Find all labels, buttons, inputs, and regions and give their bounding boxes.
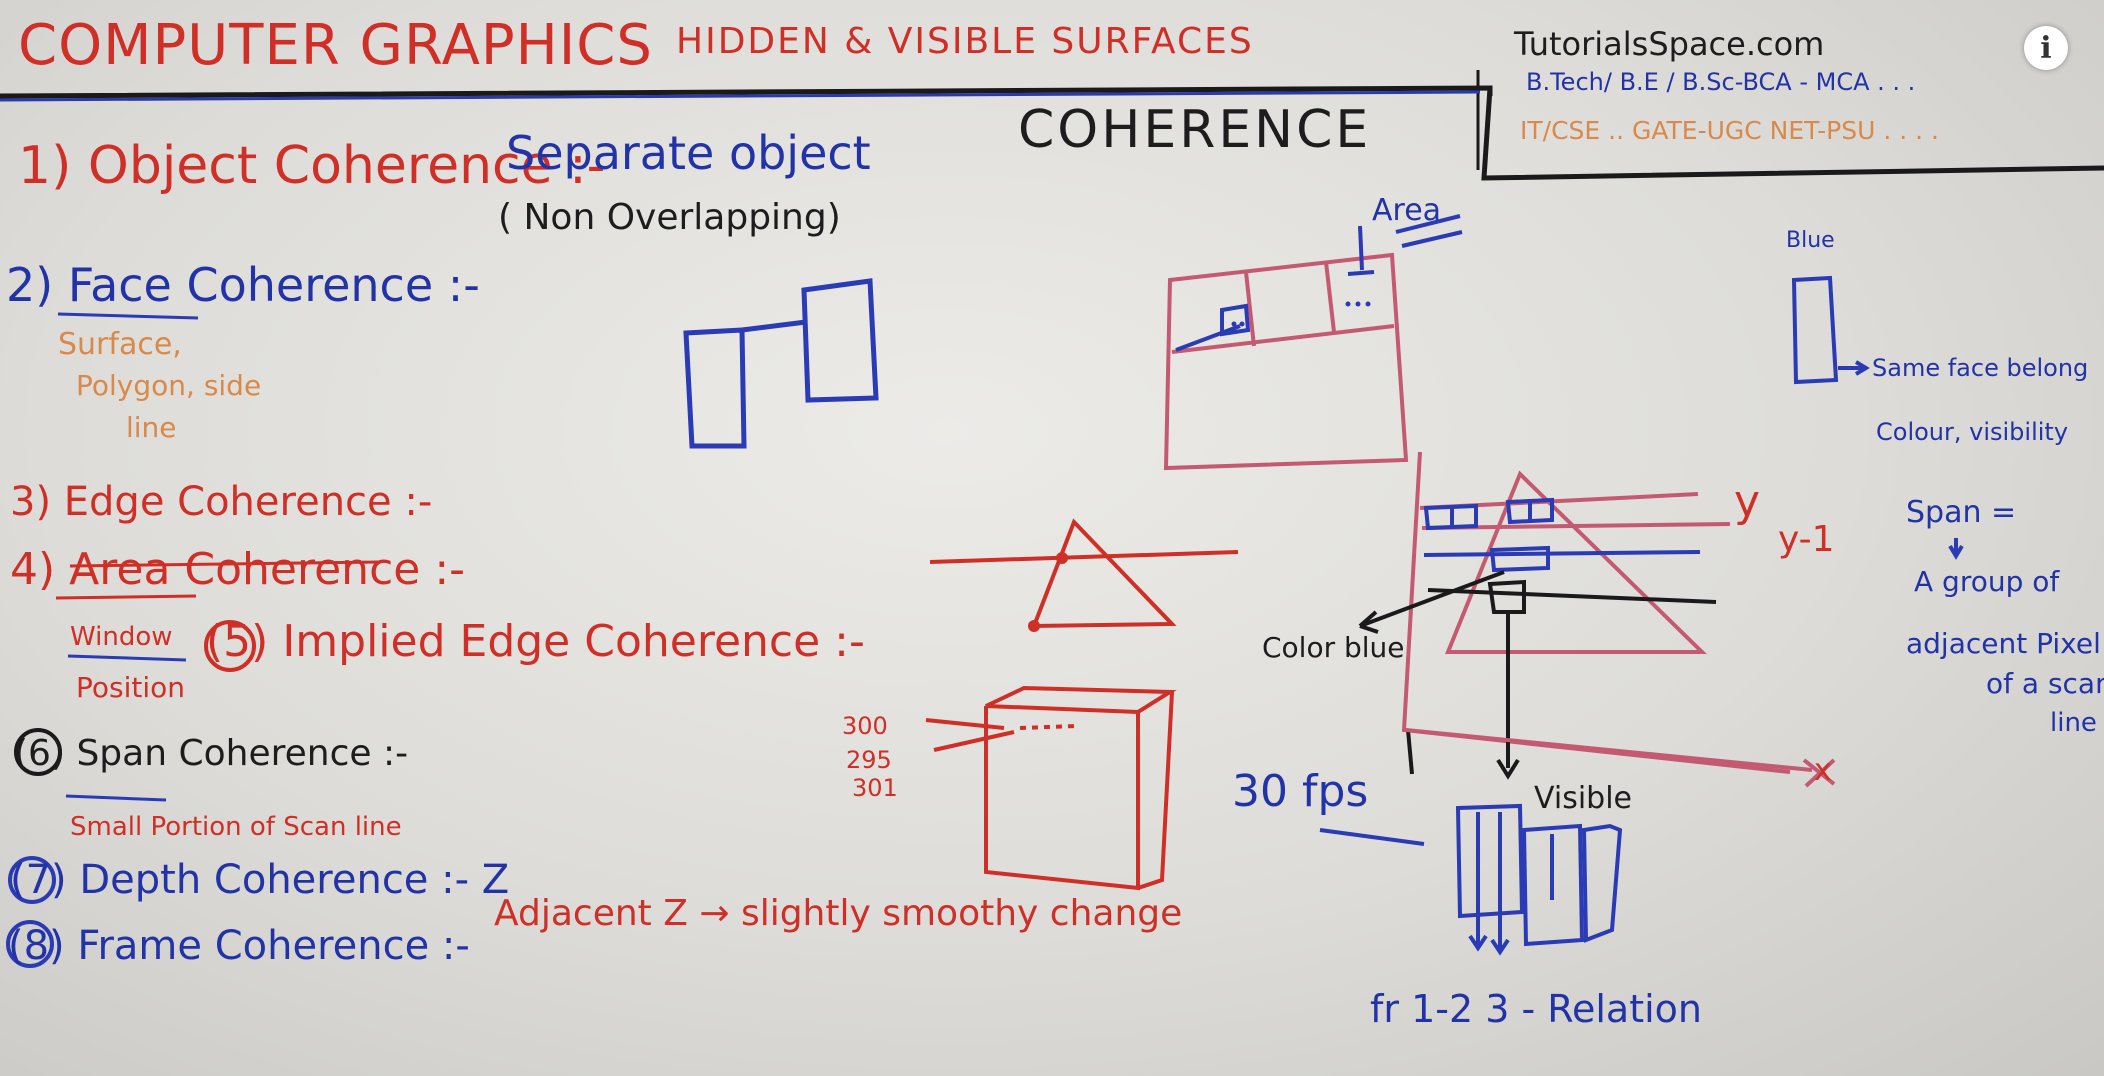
item6-note: Small Portion of Scan line xyxy=(70,812,402,842)
blue-label: Blue xyxy=(1786,228,1835,253)
board-subtitle: HIDDEN & VISIBLE SURFACES xyxy=(676,21,1254,62)
span-label: Span = xyxy=(1906,495,2017,530)
triangle-diagram xyxy=(929,518,1239,629)
exams-line: IT/CSE .. GATE-UGC NET-PSU . . . . xyxy=(1520,116,1939,145)
item3-label: 3) Edge Coherence :- xyxy=(10,479,433,525)
frames-label: fr 1-2 3 - Relation xyxy=(1370,987,1702,1031)
item7-desc: Adjacent Z → slightly smoothy change xyxy=(494,893,1183,934)
topic-heading: COHERENCE xyxy=(1018,100,1372,160)
color-blue-label: Color blue xyxy=(1262,631,1405,664)
item4-label: 4) Area Coherence :- xyxy=(10,544,466,595)
span-def-1: A group of xyxy=(1914,565,2060,598)
value-300: 300 xyxy=(842,712,888,740)
frames-diagram xyxy=(1455,803,1623,956)
blue-face-diagram xyxy=(1791,275,1870,385)
span-def-4: line xyxy=(2050,708,2097,738)
item6-label: (6) Span Coherence :- xyxy=(14,733,409,774)
value-301: 301 xyxy=(852,774,898,802)
y-label: y xyxy=(1734,476,1761,527)
scanline-diagram xyxy=(1401,451,1791,774)
board-title: COMPUTER GRAPHICS xyxy=(18,13,653,78)
fps-label: 30 fps xyxy=(1232,766,1369,817)
item1-label: 1) Object Coherence :- xyxy=(18,136,606,196)
scanline-black xyxy=(1358,570,1717,780)
face-coherence-diagram xyxy=(683,278,879,449)
item5-label: (5) Implied Edge Coherence :- xyxy=(206,616,865,667)
area-marks xyxy=(1175,214,1463,352)
item7-label: (7) Depth Coherence :- Z xyxy=(10,857,510,903)
item2-note3: line xyxy=(126,411,177,444)
same-face-label: Same face belong xyxy=(1872,354,2089,382)
item4-note1: Window xyxy=(70,622,173,652)
item1-desc: Separate object xyxy=(506,126,871,180)
span-def-3: of a scan xyxy=(1986,667,2104,700)
value-295: 295 xyxy=(846,746,892,774)
area-label: Area xyxy=(1372,193,1442,228)
y-minus-1-label: y-1 xyxy=(1778,519,1835,560)
item8-label: (8) Frame Coherence :- xyxy=(8,923,470,969)
item2-note2: Polygon, side xyxy=(76,369,262,402)
depth-box-diagram xyxy=(925,685,1177,891)
header-blue-line xyxy=(0,90,1481,102)
item2-label: 2) Face Coherence :- xyxy=(6,258,480,312)
info-icon[interactable]: i xyxy=(2024,26,2068,70)
span-def-2: adjacent Pixel xyxy=(1906,627,2101,660)
header-frame xyxy=(0,70,2104,181)
site-name: TutorialsSpace.com xyxy=(1514,25,1825,63)
colour-visibility-label: Colour, visibility xyxy=(1876,418,2069,446)
visible-label: Visible xyxy=(1534,781,1632,816)
item2-note1: Surface, xyxy=(58,327,182,362)
item1-note: ( Non Overlapping) xyxy=(498,197,841,238)
scanline-blue xyxy=(1423,497,1701,573)
x-label: x xyxy=(1814,753,1832,788)
area-coherence-diagram xyxy=(1163,252,1409,471)
courses-line: B.Tech/ B.E / B.Sc-BCA - MCA . . . xyxy=(1526,68,1916,96)
area-dots xyxy=(1231,301,1371,327)
item4-note2: Position xyxy=(76,671,186,704)
